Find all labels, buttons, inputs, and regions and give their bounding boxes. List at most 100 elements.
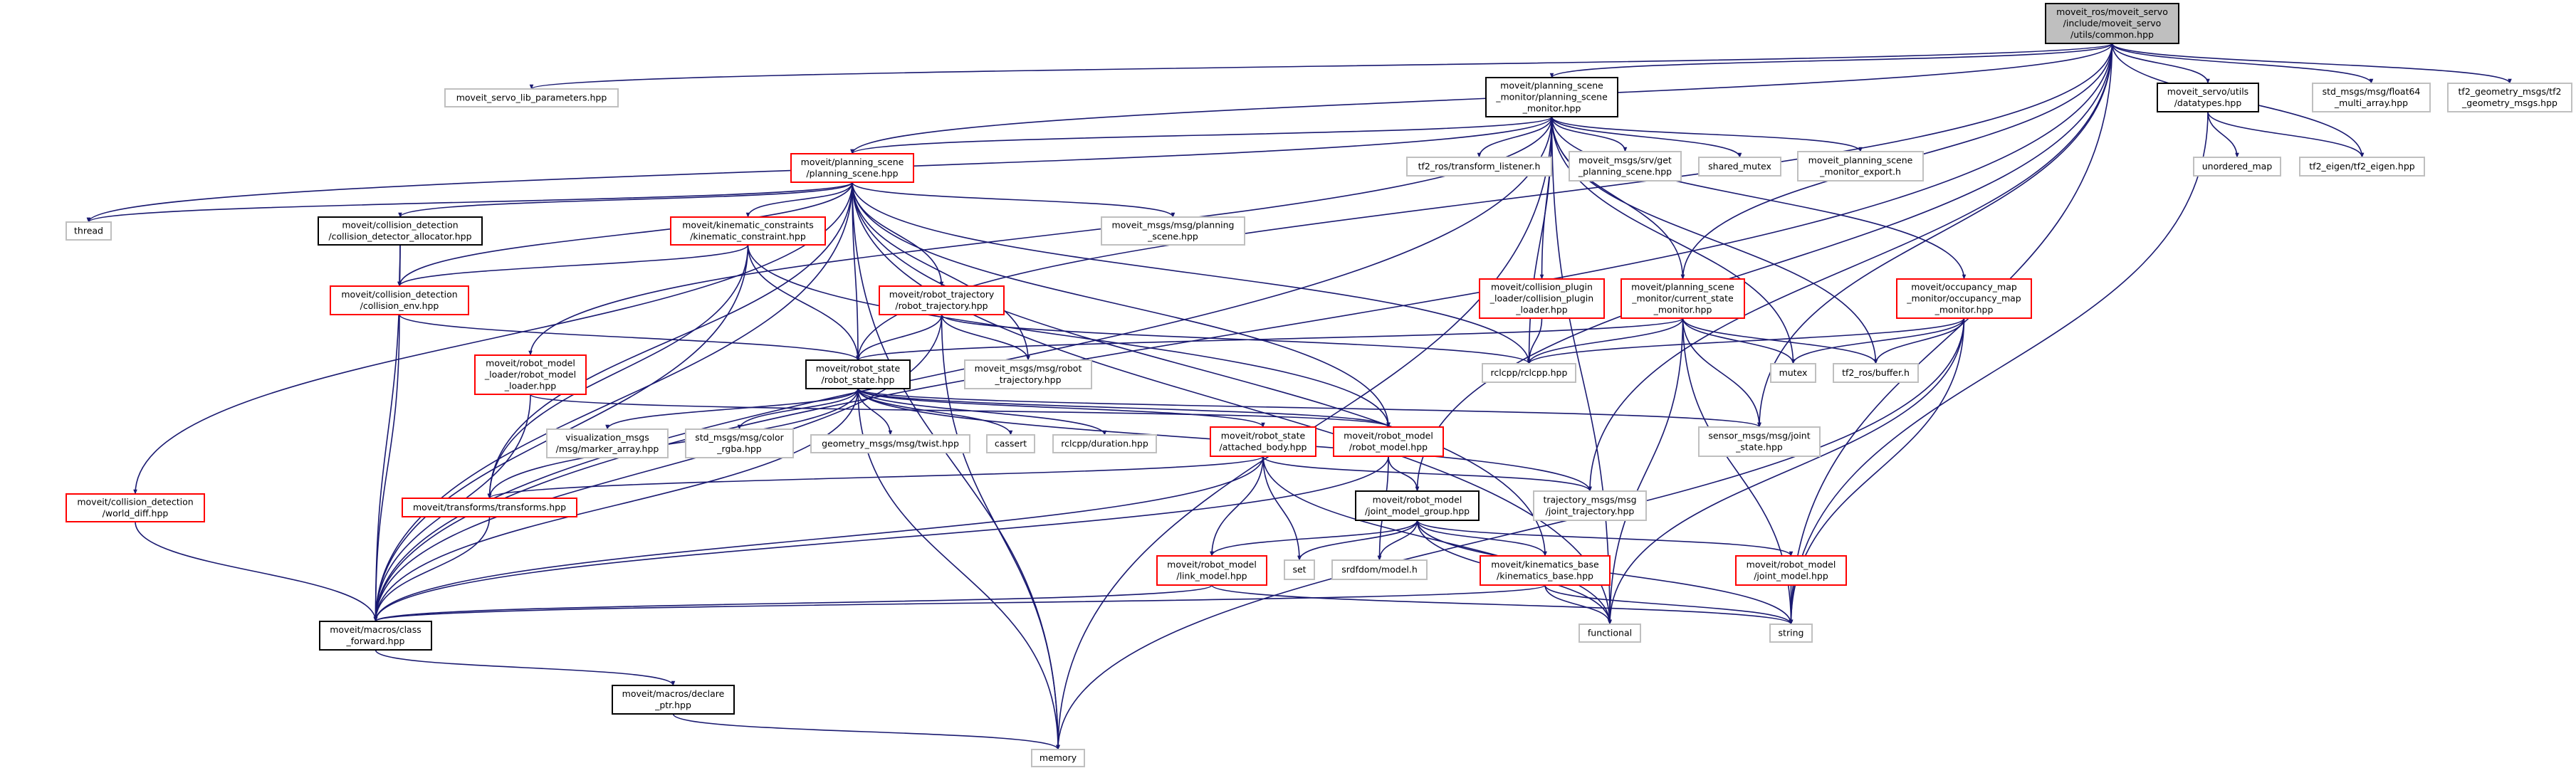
edge-robot_state-to-viz bbox=[605, 388, 859, 430]
node-label: _planning_scene.hpp bbox=[1578, 167, 1672, 177]
node-world_diff[interactable]: moveit/collision_detection/world_diff.hp… bbox=[66, 493, 205, 522]
node-monitor_export[interactable]: moveit_planning_scene_monitor_export.h bbox=[1797, 151, 1924, 182]
edge-planning_scene-to-class_forward bbox=[373, 182, 853, 622]
edge-datatypes-to-string bbox=[1789, 111, 2209, 625]
node-transforms[interactable]: moveit/transforms/transforms.hpp bbox=[402, 498, 577, 517]
node-link_model[interactable]: moveit/robot_model/link_model.hpp bbox=[1156, 555, 1267, 586]
node-joint_model[interactable]: moveit/robot_model/joint_model.hpp bbox=[1735, 555, 1847, 586]
node-joint_traj[interactable]: trajectory_msgs/msg/joint_trajectory.hpp bbox=[1533, 490, 1647, 521]
node-box bbox=[1797, 151, 1924, 182]
node-robot_model_loader[interactable]: moveit/robot_model_loader/robot_model_lo… bbox=[474, 354, 587, 395]
node-label: moveit/macros/class bbox=[330, 624, 421, 635]
node-set[interactable]: set bbox=[1284, 559, 1315, 580]
node-viz[interactable]: visualization_msgs/msg/marker_array.hpp bbox=[546, 428, 669, 458]
edge-attached-to-functional bbox=[1262, 456, 1612, 625]
node-label: set bbox=[1292, 564, 1306, 575]
node-attached[interactable]: moveit/robot_state/attached_body.hpp bbox=[1210, 426, 1316, 457]
node-collision_plugin[interactable]: moveit/collision_plugin_loader/collision… bbox=[1479, 278, 1605, 319]
node-label: _scene.hpp bbox=[1147, 231, 1198, 242]
edge-psm-to-csm bbox=[1551, 116, 1685, 280]
edge-common-to-string bbox=[1789, 43, 2113, 625]
node-label: moveit/robot_model bbox=[1747, 559, 1836, 570]
node-datatypes[interactable]: moveit_servo/utils/datatypes.hpp bbox=[2157, 83, 2259, 112]
node-twist[interactable]: geometry_msgs/msg/twist.hpp bbox=[810, 434, 970, 453]
node-label: sensor_msgs/msg/joint bbox=[1708, 431, 1810, 441]
node-psm[interactable]: moveit/planning_scene_monitor/planning_s… bbox=[1485, 77, 1618, 117]
node-label: moveit_msgs/msg/planning bbox=[1112, 220, 1235, 231]
edge-csm-to-functional bbox=[1608, 317, 1684, 625]
edge-psm-to-shared_mutex bbox=[1551, 116, 1742, 158]
node-tf2_eigen[interactable]: tf2_eigen/tf2_eigen.hpp bbox=[2299, 157, 2425, 177]
node-tf2_geom[interactable]: tf2_geometry_msgs/tf2_geometry_msgs.hpp bbox=[2447, 83, 2572, 112]
node-label: moveit_servo/utils bbox=[2167, 86, 2248, 97]
node-label: thread bbox=[74, 226, 103, 236]
node-occupancy[interactable]: moveit/occupancy_map_monitor/occupancy_m… bbox=[1896, 278, 2032, 319]
node-label: /joint_trajectory.hpp bbox=[1546, 506, 1635, 517]
node-functional[interactable]: functional bbox=[1578, 624, 1641, 643]
node-joint_state[interactable]: sensor_msgs/msg/joint_state.hpp bbox=[1698, 426, 1821, 457]
node-label: /msg/marker_array.hpp bbox=[556, 443, 659, 454]
node-csm[interactable]: moveit/planning_scene_monitor/current_st… bbox=[1621, 278, 1745, 319]
node-box bbox=[402, 498, 577, 517]
node-label: tf2_eigen/tf2_eigen.hpp bbox=[2309, 161, 2414, 172]
node-cd_allocator[interactable]: moveit/collision_detection/collision_det… bbox=[318, 216, 483, 246]
node-label: std_msgs/msg/float64 bbox=[2323, 86, 2421, 97]
edge-robot_state-to-duration bbox=[857, 388, 1107, 436]
node-label: memory bbox=[1040, 752, 1077, 763]
node-unordered_map[interactable]: unordered_map bbox=[2193, 157, 2281, 177]
node-label: moveit/collision_detection bbox=[342, 220, 458, 231]
node-cassert[interactable]: cassert bbox=[986, 434, 1035, 453]
node-mutex[interactable]: mutex bbox=[1770, 363, 1816, 383]
node-robot_model[interactable]: moveit/robot_model/robot_model.hpp bbox=[1333, 426, 1444, 457]
node-float64[interactable]: std_msgs/msg/float64_multi_array.hpp bbox=[2312, 83, 2431, 112]
node-shared_mutex[interactable]: shared_mutex bbox=[1698, 157, 1781, 177]
node-label: /datatypes.hpp bbox=[2174, 98, 2242, 108]
node-robot_trajectory[interactable]: moveit/robot_trajectory/robot_trajectory… bbox=[879, 285, 1005, 315]
edge-robot_model-to-jmg bbox=[1388, 456, 1420, 492]
node-label: _forward.hpp bbox=[346, 636, 405, 646]
node-box bbox=[1896, 278, 2032, 319]
node-get_ps[interactable]: moveit_msgs/srv/get_planning_scene.hpp bbox=[1569, 151, 1682, 182]
node-servo_params[interactable]: moveit_servo_lib_parameters.hpp bbox=[444, 88, 619, 107]
node-kin_base[interactable]: moveit/kinematics_base/kinematics_base.h… bbox=[1480, 555, 1611, 586]
node-duration[interactable]: rclcpp/duration.hpp bbox=[1052, 434, 1157, 453]
node-label: std_msgs/msg/color bbox=[695, 432, 784, 443]
node-rclcpp[interactable]: rclcpp/rclcpp.hpp bbox=[1482, 363, 1576, 383]
node-srdfdom[interactable]: srdfdom/model.h bbox=[1331, 559, 1428, 580]
edge-psm-to-get_ps bbox=[1551, 116, 1628, 152]
node-box bbox=[66, 221, 112, 241]
node-transform_listener[interactable]: tf2_ros/transform_listener.h bbox=[1406, 157, 1552, 177]
node-box bbox=[318, 216, 483, 246]
node-label: /include/moveit_servo bbox=[2063, 18, 2162, 28]
edge-csm-to-tf2_buffer bbox=[1682, 317, 1878, 364]
node-label: mutex bbox=[1779, 367, 1808, 378]
node-kinematic[interactable]: moveit/kinematic_constraints/kinematic_c… bbox=[670, 216, 826, 246]
node-label: moveit/collision_plugin bbox=[1491, 282, 1593, 293]
node-thread[interactable]: thread bbox=[66, 221, 112, 241]
node-class_forward[interactable]: moveit/macros/class_forward.hpp bbox=[319, 621, 432, 651]
node-collision_env[interactable]: moveit/collision_detection/collision_env… bbox=[330, 285, 469, 315]
edge-datatypes-to-unordered_map bbox=[2207, 111, 2239, 158]
node-msg_ps[interactable]: moveit_msgs/msg/planning_scene.hpp bbox=[1101, 216, 1245, 246]
edge-robot_state-to-attached bbox=[857, 388, 1265, 428]
edge-declare_ptr-to-memory bbox=[672, 713, 1060, 750]
edge-robot_state-to-color bbox=[737, 388, 859, 430]
node-planning_scene[interactable]: moveit/planning_scene/planning_scene.hpp bbox=[790, 153, 914, 183]
node-robot_state[interactable]: moveit/robot_state/robot_state.hpp bbox=[805, 359, 911, 389]
edge-planning_scene-to-cd_allocator bbox=[398, 182, 853, 218]
node-jmg[interactable]: moveit/robot_model/joint_model_group.hpp bbox=[1355, 490, 1480, 521]
node-declare_ptr[interactable]: moveit/macros/declare_ptr.hpp bbox=[612, 685, 735, 715]
node-string[interactable]: string bbox=[1769, 624, 1813, 643]
node-label: /attached_body.hpp bbox=[1220, 442, 1307, 453]
node-label: _monitor_export.h bbox=[1819, 167, 1901, 177]
node-box bbox=[444, 88, 619, 107]
node-label: _trajectory.hpp bbox=[994, 374, 1061, 385]
node-tf2_buffer[interactable]: tf2_ros/buffer.h bbox=[1833, 363, 1919, 383]
node-color[interactable]: std_msgs/msg/color_rgba.hpp bbox=[685, 428, 794, 458]
node-box bbox=[1482, 363, 1576, 383]
node-msg_robot_traj[interactable]: moveit_msgs/msg/robot_trajectory.hpp bbox=[964, 359, 1092, 389]
edge-kin_base-to-functional bbox=[1544, 584, 1612, 625]
node-common[interactable]: moveit_ros/moveit_servo/include/moveit_s… bbox=[2045, 3, 2179, 44]
node-memory[interactable]: memory bbox=[1031, 749, 1085, 767]
node-label: geometry_msgs/msg/twist.hpp bbox=[822, 438, 959, 449]
